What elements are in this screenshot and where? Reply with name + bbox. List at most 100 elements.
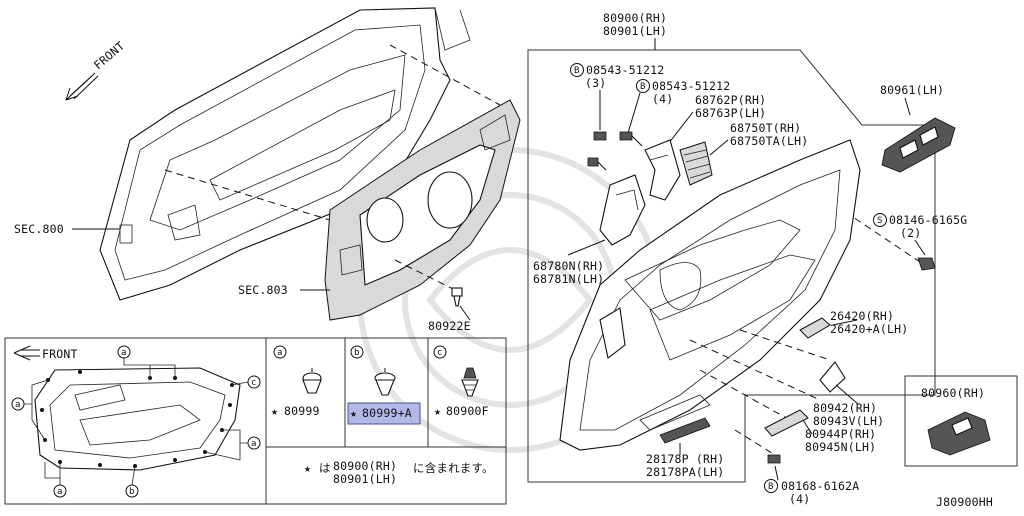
- clip-80900f-icon: [461, 367, 479, 397]
- leader-80944p: [802, 419, 813, 435]
- leader-68750t: [709, 139, 729, 156]
- label-08146-qty: (2): [900, 226, 921, 240]
- clip-b-part-label: 80999+A: [362, 406, 412, 420]
- note-suffix: に含まれます。: [413, 461, 494, 475]
- svg-text:c: c: [437, 348, 442, 358]
- inset-note: ★ は 80900(RH) 80901(LH) に含まれます。: [304, 459, 494, 486]
- leader-80942: [835, 384, 859, 405]
- svg-text:b: b: [129, 487, 134, 497]
- label-08543-b-qty: (4): [652, 92, 673, 106]
- note-prefix: は: [319, 461, 331, 475]
- front-arrow: FRONT: [65, 39, 127, 101]
- bolt-b-icon-2: [636, 79, 650, 93]
- bolt-b-icon-3: [764, 479, 778, 493]
- armrest-pad-80944p[interactable]: [764, 409, 809, 437]
- clip-80999-icon: [302, 368, 322, 394]
- label-80942: 80942(RH): [813, 401, 877, 415]
- bolt-b-icon: [570, 63, 584, 77]
- leader-26420: [832, 319, 858, 326]
- inset-front-label: FRONT: [42, 347, 78, 361]
- inset-front-arrow: FRONT: [13, 345, 78, 361]
- label-80900: 80900(RH): [603, 11, 667, 25]
- label-80960: 80960(RH): [921, 386, 985, 400]
- bolt-08168[interactable]: B 08168-6162A (4): [734, 429, 859, 506]
- note-part-rh: 80900(RH): [333, 459, 397, 473]
- label-80922e: 80922E: [428, 319, 471, 333]
- highlight-80999a: [347, 402, 421, 425]
- align-line-2: [164, 169, 331, 221]
- label-28178pa: 28178PA(LH): [646, 465, 724, 479]
- label-68750ta: 68750TA(LH): [730, 134, 808, 148]
- cell-a-icon: [273, 345, 287, 359]
- screw-s-letter: S: [877, 216, 882, 226]
- screw-s-icon: [873, 213, 887, 227]
- clip-b-star: ★: [350, 406, 357, 420]
- bolt-b-letter-3: B: [768, 482, 773, 492]
- align-line-5: [739, 329, 831, 361]
- leader-80922e: [459, 305, 471, 321]
- label-28178p: 28178P (RH): [646, 452, 724, 466]
- label-80943v: 80943V(LH): [813, 414, 884, 428]
- svg-text:a: a: [15, 400, 20, 410]
- cell-b-icon: [350, 345, 364, 359]
- svg-text:a: a: [121, 348, 126, 358]
- label-08146: 08146-6165G: [889, 213, 967, 227]
- clip-cell-b: b ★ 80999+A: [347, 345, 421, 425]
- window-switch-80961[interactable]: [881, 117, 956, 173]
- label-80961: 80961(LH): [880, 83, 944, 97]
- door-inner-panel[interactable]: [324, 99, 521, 321]
- align-line-1: [389, 44, 501, 106]
- inset-callouts: a a c a a b: [11, 345, 261, 498]
- window-switch-80960[interactable]: [927, 411, 991, 456]
- cell-c-icon: [433, 345, 447, 359]
- note-star: ★: [304, 461, 311, 475]
- clip-80999a-icon: [374, 368, 396, 396]
- finisher-68762p[interactable]: [644, 139, 681, 201]
- label-08543-a-qty: (3): [585, 76, 606, 90]
- clip-80922e-icon[interactable]: [394, 259, 463, 307]
- clip-a-part-label: 80999: [284, 404, 320, 418]
- label-08543-a: 08543-51212: [586, 63, 664, 77]
- badge-28178p[interactable]: [659, 417, 711, 444]
- label-80901: 80901(LH): [603, 24, 667, 38]
- switch-80960-box: [904, 375, 1018, 467]
- speaker-grille-68750t[interactable]: [679, 141, 713, 186]
- label-sec803: SEC.803: [238, 283, 288, 297]
- screw-08146[interactable]: S 08146-6165G (2): [834, 204, 967, 271]
- finisher-68780n[interactable]: [599, 174, 646, 246]
- svg-text:a: a: [251, 439, 256, 449]
- clip-c-part-label: 80900F: [446, 404, 489, 418]
- label-68781n: 68781N(LH): [533, 272, 604, 286]
- svg-text:a: a: [57, 487, 62, 497]
- clip-inset-box: [4, 337, 507, 505]
- door-outer-panel[interactable]: [99, 7, 471, 301]
- leader-80961: [904, 97, 911, 116]
- trim-assembly-frame: [527, 49, 936, 483]
- label-08543-b: 08543-51212: [652, 79, 730, 93]
- label-sec800: SEC.800: [14, 222, 64, 236]
- label-08168-qty: (4): [789, 492, 810, 506]
- pocket-26420[interactable]: [799, 317, 831, 339]
- bolt-08543-a[interactable]: B 08543-51212 (3): [570, 63, 665, 171]
- label-80945n: 80945N(LH): [805, 440, 876, 454]
- svg-text:a: a: [277, 348, 282, 358]
- bolt-08543-b[interactable]: B 08543-51212 (4): [619, 79, 730, 147]
- label-68762p: 68762P(RH): [695, 93, 766, 107]
- note-part-lh: 80901(LH): [333, 472, 397, 486]
- bolt-b-letter-2: B: [640, 82, 645, 92]
- label-26420a: 26420+A(LH): [830, 322, 908, 336]
- door-trim-panel-80900[interactable]: [559, 139, 861, 451]
- bolt-b-letter: B: [574, 66, 579, 76]
- clip-a-star: ★: [271, 404, 278, 418]
- align-line-4: [699, 369, 791, 421]
- finisher-80942[interactable]: [819, 361, 846, 393]
- clip-cell-c: c ★ 80900F: [433, 345, 489, 418]
- clip-c-star: ★: [434, 404, 441, 418]
- diagram-id: J80900HH: [936, 495, 993, 509]
- svg-text:b: b: [354, 348, 359, 358]
- label-68780n: 68780N(RH): [533, 259, 604, 273]
- label-80944p: 80944P(RH): [805, 427, 876, 441]
- svg-text:c: c: [251, 378, 256, 388]
- label-68750t: 68750T(RH): [730, 121, 801, 135]
